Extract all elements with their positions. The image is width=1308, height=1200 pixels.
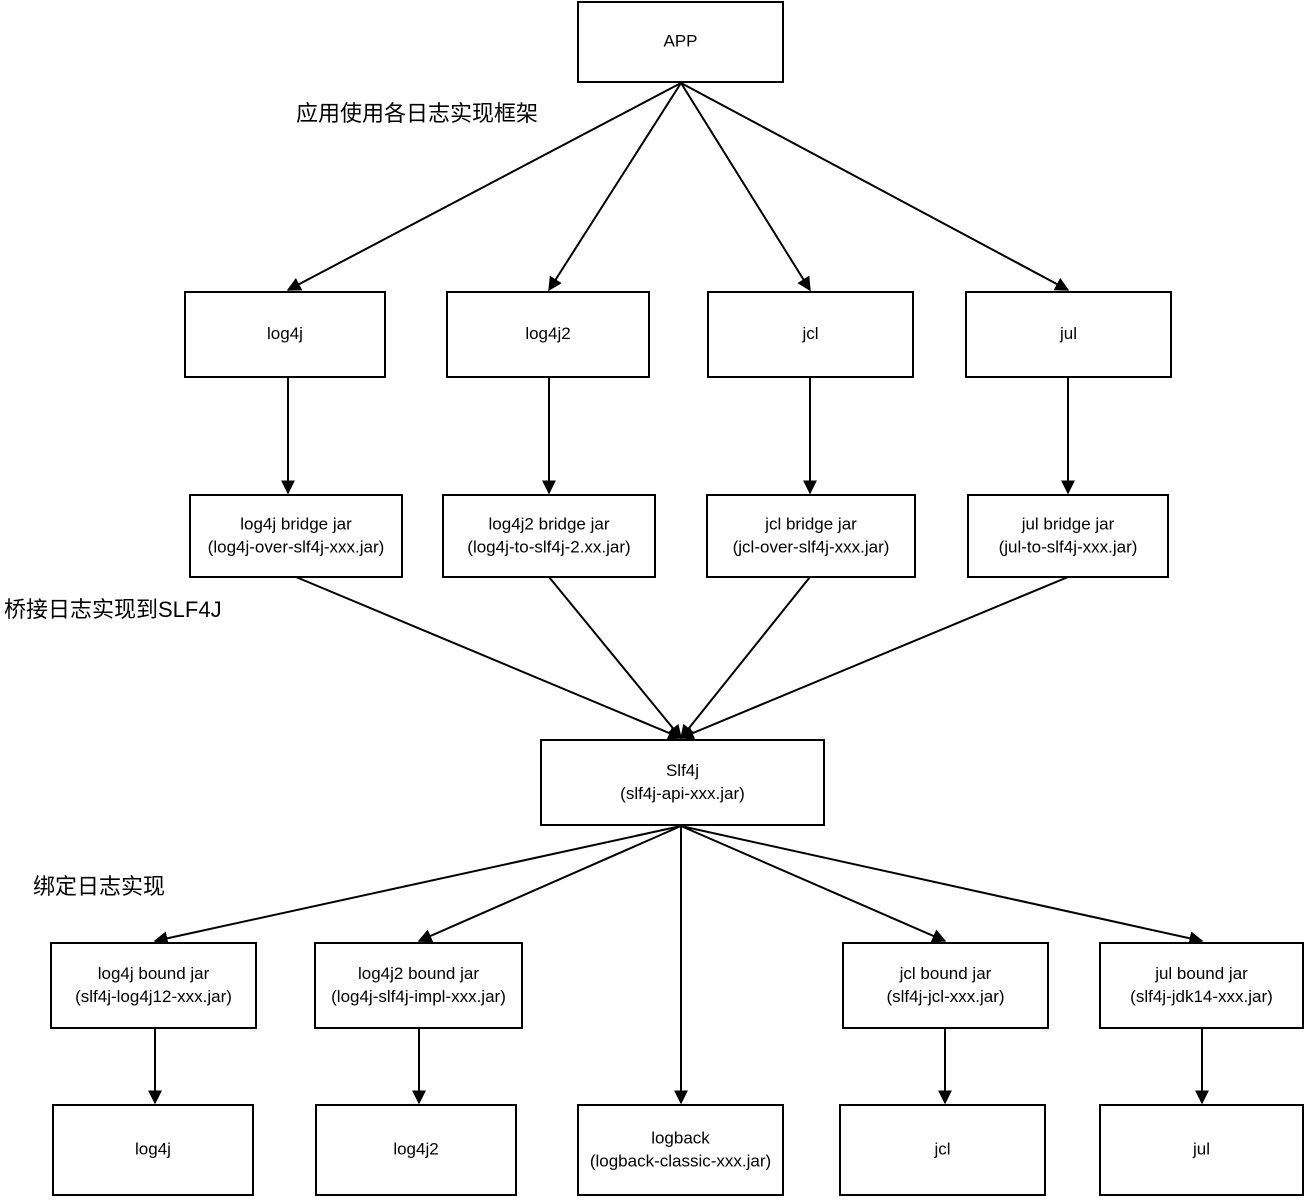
node-box-log4j-bridge-jar bbox=[189, 494, 403, 578]
node-jul-bridge-jar[interactable]: jul bridge jar (jul-to-slf4j-xxx.jar) bbox=[967, 494, 1169, 578]
edge-jul-bridge-to-slf4j bbox=[679, 576, 1069, 740]
node-label-log4j2-bound-jar: log4j2 bound jar bbox=[358, 964, 479, 983]
node-box-log4j-bound-jar bbox=[50, 942, 257, 1029]
node-label-jcl-bridge-jar: jcl bridge jar bbox=[764, 514, 857, 533]
node-box-log4j2-impl bbox=[315, 1104, 517, 1196]
node-sublabel-log4j-bridge-jar: (log4j-over-slf4j-xxx.jar) bbox=[208, 537, 385, 556]
node-box-app bbox=[577, 1, 784, 83]
node-slf4j-api[interactable]: Slf4j (slf4j-api-xxx.jar) bbox=[540, 739, 825, 826]
edge-jcl-bridge-to-slf4j bbox=[680, 576, 811, 740]
node-log4j-framework[interactable]: log4j bbox=[184, 291, 386, 378]
node-jcl-impl[interactable]: jcl bbox=[839, 1104, 1046, 1196]
node-app[interactable]: APP bbox=[577, 1, 784, 83]
node-box-jcl-bridge-jar bbox=[706, 494, 916, 578]
edge-app-to-jcl bbox=[680, 82, 811, 292]
node-log4j-bound-jar[interactable]: log4j bound jar (slf4j-log4j12-xxx.jar) bbox=[50, 942, 257, 1029]
node-box-jul-framework bbox=[965, 291, 1172, 378]
node-sublabel-jcl-bound-jar: (slf4j-jcl-xxx.jar) bbox=[886, 987, 1004, 1006]
node-sublabel-log4j2-bridge-jar: (log4j-to-slf4j-2.xx.jar) bbox=[467, 537, 630, 556]
node-label-log4j-bridge-jar: log4j bridge jar bbox=[240, 514, 352, 533]
node-label-jul-framework: jul bbox=[1059, 324, 1077, 343]
node-box-log4j-impl bbox=[52, 1104, 254, 1196]
node-box-logback-impl bbox=[577, 1104, 784, 1196]
section-label-label-bridge: 桥接日志实现到SLF4J bbox=[4, 597, 222, 622]
node-label-log4j-framework: log4j bbox=[267, 324, 303, 343]
node-box-log4j2-bridge-jar bbox=[442, 494, 656, 578]
node-log4j2-bound-jar[interactable]: log4j2 bound jar (log4j-slf4j-impl-xxx.ja… bbox=[314, 942, 523, 1029]
edge-slf4j-to-log4j-bound bbox=[153, 825, 682, 946]
node-sublabel-logback-impl: (logback-classic-xxx.jar) bbox=[590, 1151, 771, 1170]
node-label-logback-impl: logback bbox=[651, 1128, 710, 1147]
node-sublabel-jcl-bridge-jar: (jcl-over-slf4j-xxx.jar) bbox=[733, 537, 890, 556]
edge-app-to-log4j2 bbox=[548, 82, 682, 292]
node-log4j2-impl[interactable]: log4j2 bbox=[315, 1104, 517, 1196]
node-box-jcl-framework bbox=[707, 291, 914, 378]
node-log4j-bridge-jar[interactable]: log4j bridge jar (log4j-over-slf4j-xxx.ja… bbox=[189, 494, 403, 578]
section-label-label-apps: 应用使用各日志实现框架 bbox=[296, 101, 538, 126]
node-jul-framework[interactable]: jul bbox=[965, 291, 1172, 378]
node-sublabel-jul-bound-jar: (slf4j-jdk14-xxx.jar) bbox=[1130, 987, 1273, 1006]
node-sublabel-log4j2-bound-jar: (log4j-slf4j-impl-xxx.jar) bbox=[331, 987, 506, 1006]
node-box-jul-impl bbox=[1099, 1104, 1304, 1196]
node-box-jcl-bound-jar bbox=[842, 942, 1049, 1029]
edge-log4j-bridge-to-slf4j bbox=[295, 576, 683, 740]
node-log4j-impl[interactable]: log4j bbox=[52, 1104, 254, 1196]
node-log4j2-framework[interactable]: log4j2 bbox=[446, 291, 650, 378]
node-jul-impl[interactable]: jul bbox=[1099, 1104, 1304, 1196]
node-label-jcl-bound-jar: jcl bound jar bbox=[899, 964, 992, 983]
node-box-log4j2-framework bbox=[446, 291, 650, 378]
node-jcl-bridge-jar[interactable]: jcl bridge jar (jcl-over-slf4j-xxx.jar) bbox=[706, 494, 916, 578]
node-jcl-bound-jar[interactable]: jcl bound jar (slf4j-jcl-xxx.jar) bbox=[842, 942, 1049, 1029]
node-box-log4j2-bound-jar bbox=[314, 942, 523, 1029]
node-label-app: APP bbox=[663, 31, 697, 50]
node-log4j2-bridge-jar[interactable]: log4j2 bridge jar (log4j-to-slf4j-2.xx.ja… bbox=[442, 494, 656, 578]
edges-layer bbox=[148, 82, 1209, 1105]
nodes-layer: APP log4j log4j2 jcl jul log4j bridge jar (log… bbox=[50, 1, 1304, 1196]
node-label-jul-bridge-jar: jul bridge jar bbox=[1021, 514, 1115, 533]
edge-slf4j-to-jcl-bound bbox=[680, 825, 947, 943]
node-label-log4j2-framework: log4j2 bbox=[525, 324, 570, 343]
edge-app-to-jul bbox=[680, 82, 1070, 291]
edge-log4j2-bridge-to-slf4j bbox=[548, 576, 682, 740]
node-label-jcl-impl: jcl bbox=[933, 1139, 950, 1158]
node-jul-bound-jar[interactable]: jul bound jar (slf4j-jdk14-xxx.jar) bbox=[1099, 942, 1304, 1029]
node-label-jcl-framework: jcl bbox=[801, 324, 818, 343]
node-label-jul-bound-jar: jul bound jar bbox=[1154, 964, 1248, 983]
node-label-jul-impl: jul bbox=[1192, 1139, 1210, 1158]
node-sublabel-slf4j-api: (slf4j-api-xxx.jar) bbox=[620, 784, 745, 803]
node-sublabel-jul-bridge-jar: (jul-to-slf4j-xxx.jar) bbox=[999, 537, 1138, 556]
node-label-log4j-impl: log4j bbox=[135, 1139, 171, 1158]
node-label-slf4j-api: Slf4j bbox=[666, 761, 699, 780]
edge-slf4j-to-log4j2-bound bbox=[417, 825, 682, 943]
edge-slf4j-to-jul-bound bbox=[680, 825, 1204, 946]
node-box-jcl-impl bbox=[839, 1104, 1046, 1196]
node-label-log4j2-bridge-jar: log4j2 bridge jar bbox=[489, 514, 610, 533]
node-box-slf4j-api bbox=[540, 739, 825, 826]
node-sublabel-log4j-bound-jar: (slf4j-log4j12-xxx.jar) bbox=[75, 987, 232, 1006]
node-box-jul-bridge-jar bbox=[967, 494, 1169, 578]
section-label-label-binding: 绑定日志实现 bbox=[33, 874, 165, 899]
node-box-jul-bound-jar bbox=[1099, 942, 1304, 1029]
node-box-log4j-framework bbox=[184, 291, 386, 378]
node-jcl-framework[interactable]: jcl bbox=[707, 291, 914, 378]
node-label-log4j-bound-jar: log4j bound jar bbox=[98, 964, 210, 983]
node-logback-impl[interactable]: logback (logback-classic-xxx.jar) bbox=[577, 1104, 784, 1196]
node-label-log4j2-impl: log4j2 bbox=[393, 1139, 438, 1158]
edge-app-to-log4j bbox=[286, 82, 682, 291]
